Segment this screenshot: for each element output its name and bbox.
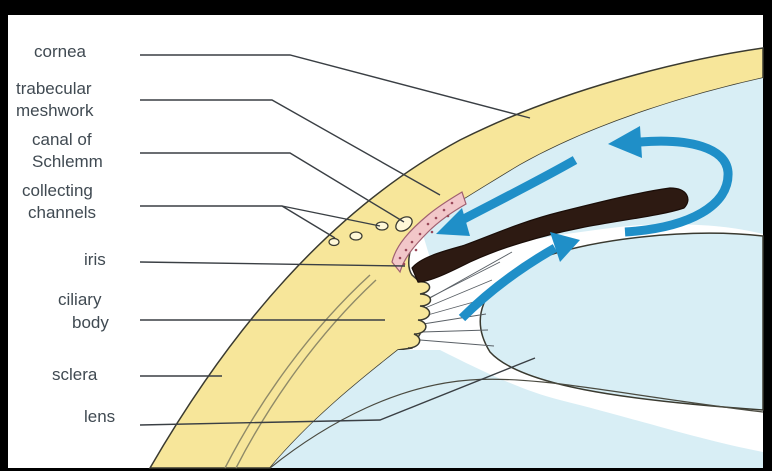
label-cornea: cornea — [34, 42, 87, 61]
label-lens: lens — [84, 407, 115, 426]
label-ciliary-line1: ciliary — [58, 290, 102, 309]
label-collecting-line2: channels — [28, 203, 96, 222]
label-canal-line1: canal of — [32, 130, 92, 149]
label-collecting-line1: collecting — [22, 181, 93, 200]
label-trabecular-line2: meshwork — [16, 101, 94, 120]
collecting-channel-2 — [350, 232, 362, 240]
collecting-channel-3 — [329, 239, 339, 246]
label-trabecular-line1: trabecular — [16, 79, 92, 98]
label-canal-line2: Schlemm — [32, 152, 103, 171]
label-iris: iris — [84, 250, 106, 269]
label-sclera: sclera — [52, 365, 98, 384]
label-ciliary-line2: body — [72, 313, 109, 332]
